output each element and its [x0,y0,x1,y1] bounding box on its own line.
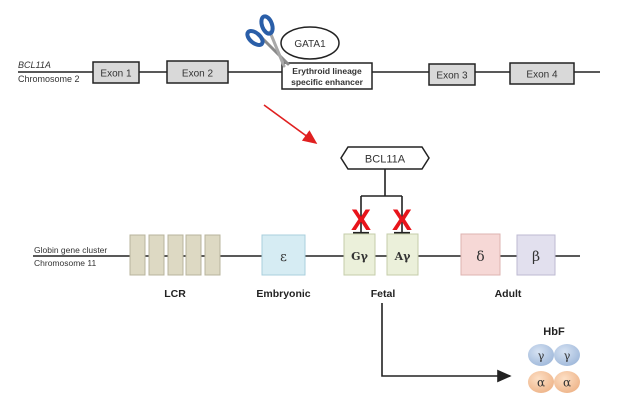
exon-1: Exon 1 [92,61,140,84]
bcl11a-repressor-label: BCL11A [365,154,406,166]
gamma-subunit: γ [554,344,580,366]
exon-1-label: Exon 1 [100,69,132,80]
alpha-subunit-symbol: α [563,376,571,390]
exon-2-label: Exon 2 [182,69,214,80]
gene-delta: δ [460,233,501,276]
gene-epsilon-symbol: ε [280,250,287,265]
chromosome-2-label: Chromosome 2 [18,74,80,84]
gene-epsilon: ε [261,234,306,276]
gene-beta-symbol: β [532,249,540,265]
exon-3: Exon 3 [428,63,476,86]
lcr-elements [129,234,221,276]
lcr-label: LCR [164,288,186,300]
gata1-factor: GATA1 [280,26,340,60]
exon-3-label: Exon 3 [436,71,468,82]
inhibition-x-icon-g-gamma: X [351,204,371,237]
exon-2: Exon 2 [166,60,229,84]
scissors-icon [245,14,290,68]
fetal-label: Fetal [371,288,396,300]
gata1-label: GATA1 [294,39,326,50]
embryonic-label: Embryonic [256,288,310,300]
gene-a-gamma-symbol: Aγ [394,250,412,263]
red-arrow [263,104,318,144]
expression-arrow [381,303,512,383]
gene-a-gamma: Aγ [386,233,419,276]
inhibition-x-icon-a-gamma: X [392,204,412,237]
alpha-subunit-symbol: α [537,376,545,390]
alpha-subunit: α [528,371,554,393]
bcl11a-repressor: BCL11A [340,146,430,170]
alpha-subunit: α [554,371,580,393]
erythroid-enhancer-box: Erythroid lineage specific enhancer [281,62,373,90]
gamma-subunit-symbol: γ [538,350,545,363]
gene-delta-symbol: δ [476,249,484,265]
hbf-title: HbF [543,326,565,338]
gene-g-gamma: Gγ [343,233,376,276]
gamma-subunit-symbol: γ [564,350,571,363]
globin-cluster-label: Globin gene cluster [34,245,107,255]
gene-g-gamma-symbol: Gγ [351,250,368,263]
repression-bracket [353,169,410,235]
enhancer-label-line2: specific enhancer [291,77,364,87]
exon-4: Exon 4 [509,62,575,85]
exon-4-label: Exon 4 [526,70,558,81]
adult-label: Adult [495,288,522,300]
bcl11a-gene-label: BCL11A [18,60,51,70]
enhancer-label-line1: Erythroid lineage [292,66,362,76]
gamma-subunit: γ [528,344,554,366]
hbf-tetramer: γ γ α α [528,344,580,393]
chromosome-11-label: Chromosome 11 [34,258,96,268]
gene-beta: β [516,234,556,276]
